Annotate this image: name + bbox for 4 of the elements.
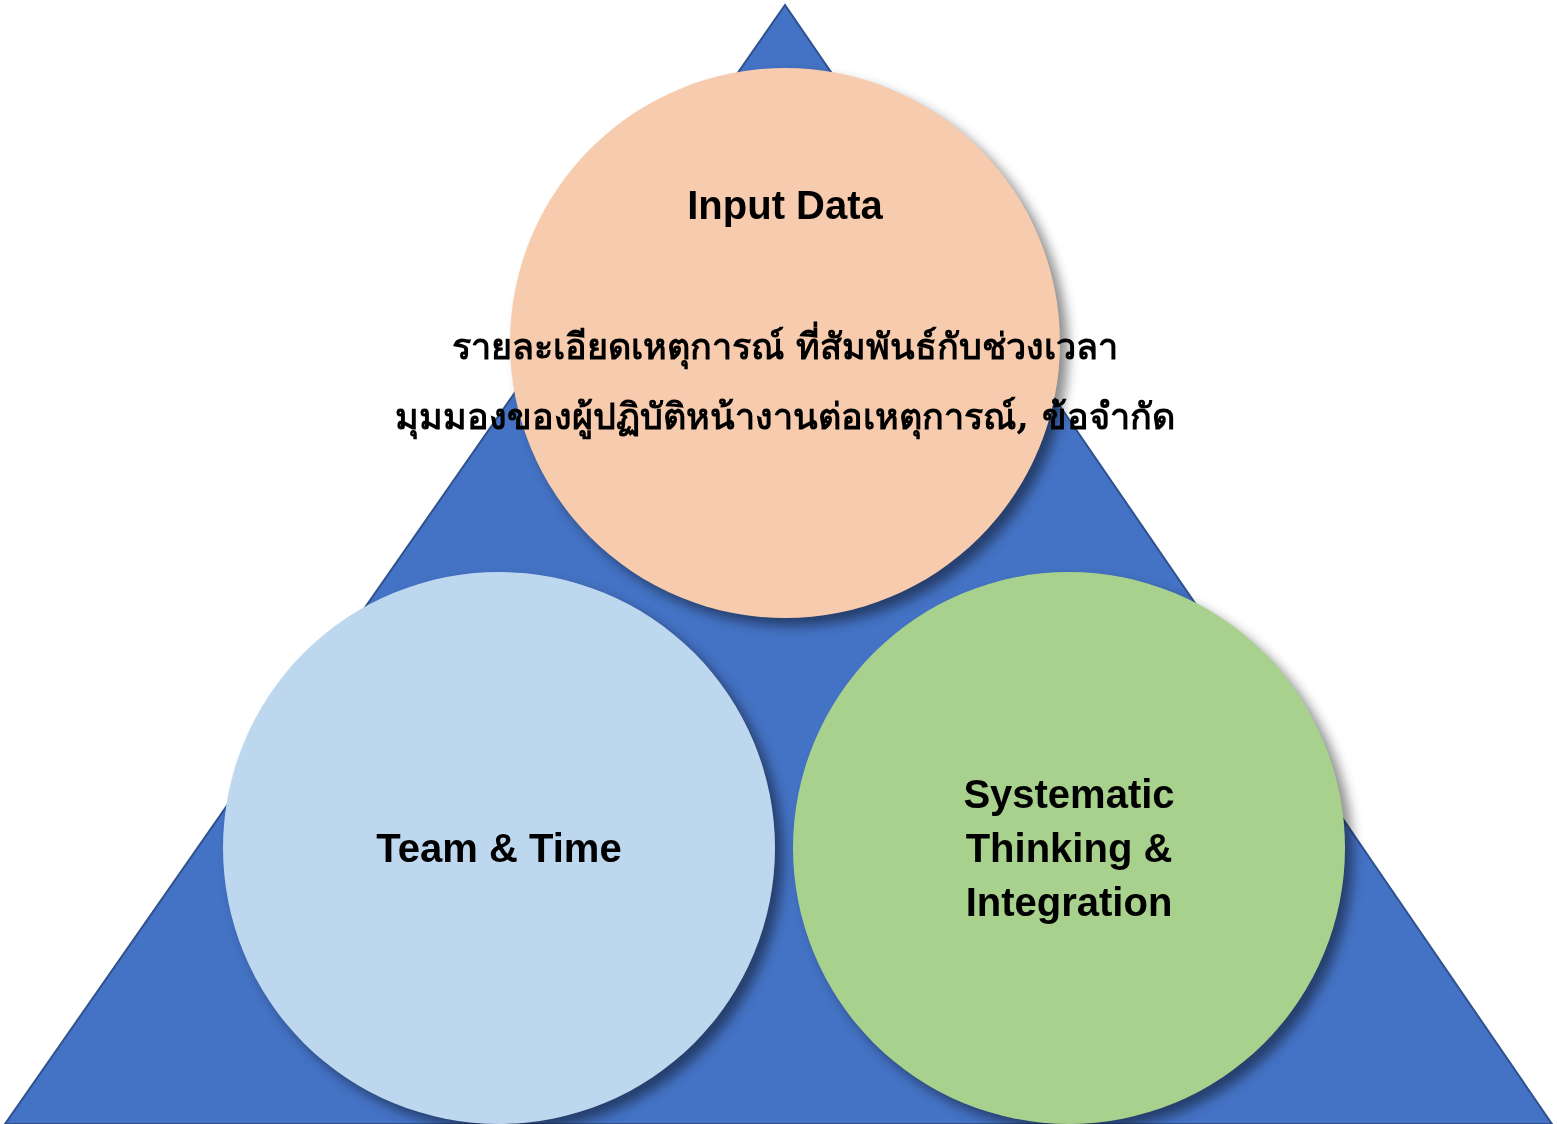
heading: Team & Time	[376, 825, 622, 872]
heading: Systematic Thinking & Integration	[962, 771, 1176, 926]
heading: Input Data	[686, 182, 884, 229]
description-text: รายละเอียดเหตุการณ์ ที่สัมพันธ์กับช่วงเวลา	[451, 318, 1119, 375]
